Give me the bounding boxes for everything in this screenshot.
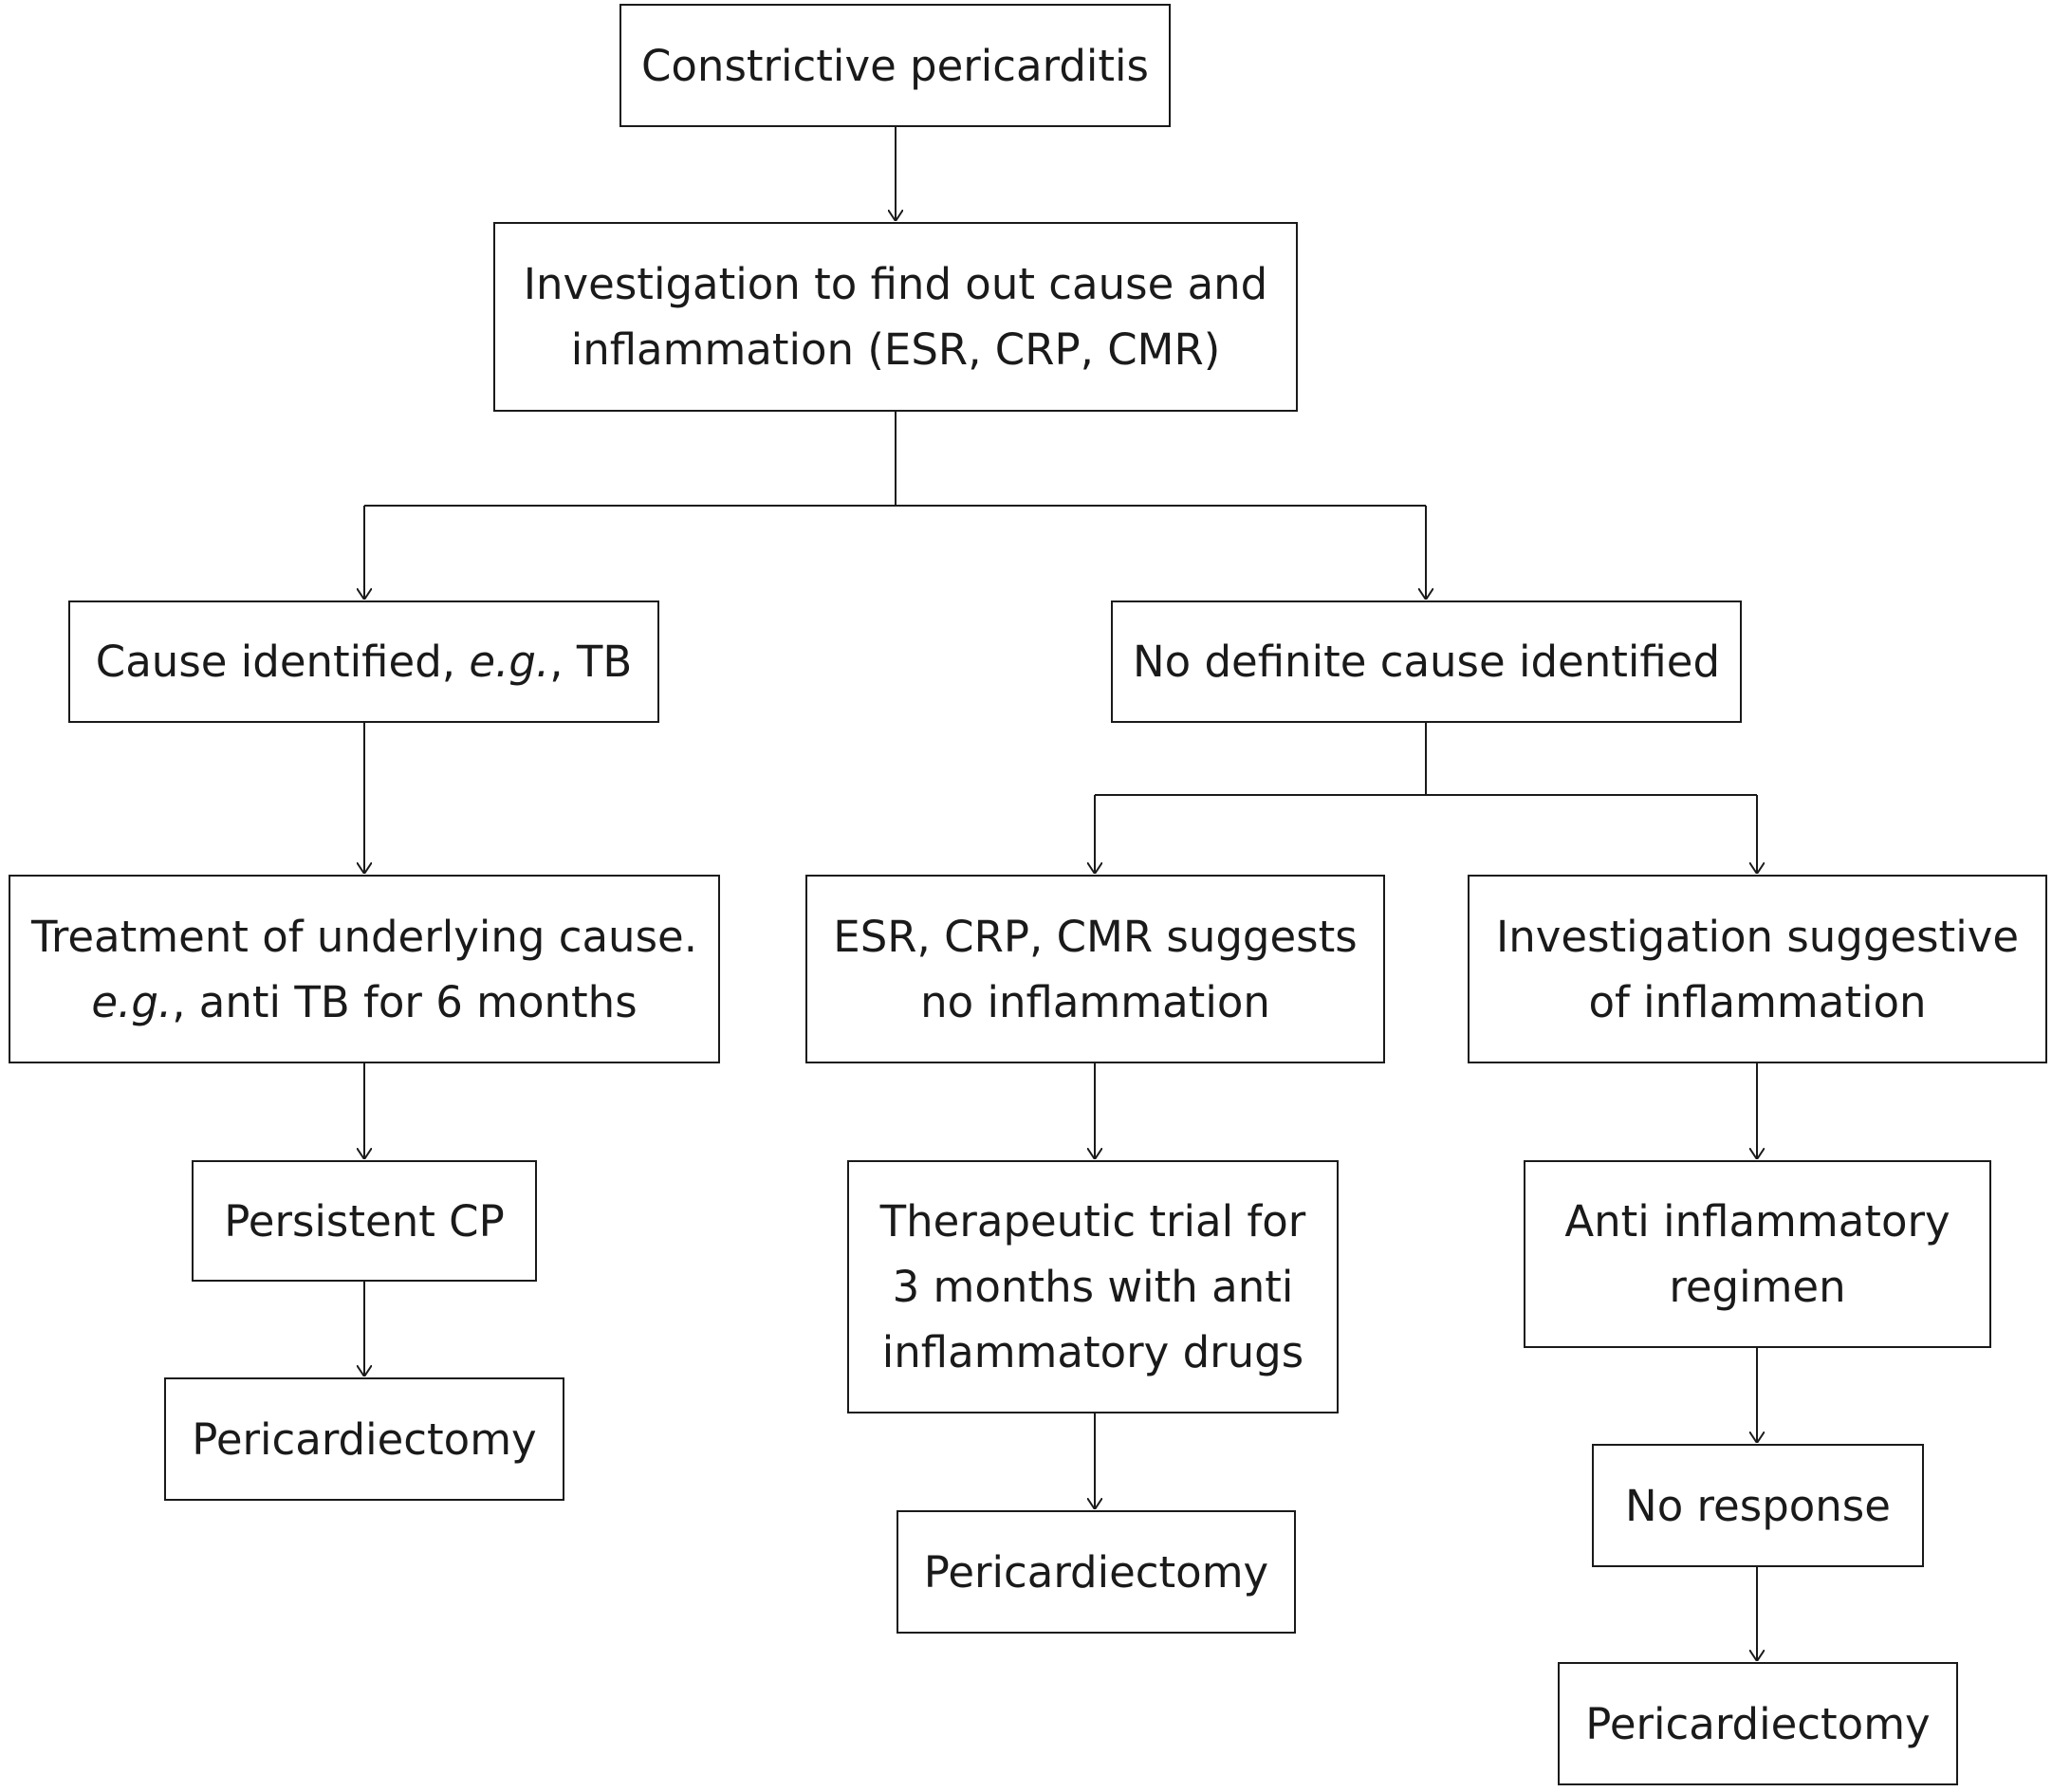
node-no-response: No response <box>1592 1444 1924 1567</box>
node-treatment-line2: e.g., anti TB for 6 months <box>31 970 697 1035</box>
cause-identified-eg: e.g. <box>469 637 550 687</box>
node-trial-line3: inflammatory drugs <box>881 1327 1304 1377</box>
node-persistent-cp-text: Persistent CP <box>224 1195 505 1247</box>
node-trial-line2: 3 months with anti <box>892 1262 1294 1312</box>
treatment-line2-rest: , anti TB for 6 months <box>172 976 638 1027</box>
node-pericardiectomy-left-text: Pericardiectomy <box>192 1413 537 1465</box>
cause-identified-prefix: Cause identified, <box>95 637 470 687</box>
node-no-definite-cause-text: No definite cause identified <box>1132 637 1721 687</box>
node-constrictive-pericarditis-text: Constrictive pericarditis <box>640 40 1149 91</box>
node-suggestive-inflammation: Investigation suggestive of inflammation <box>1468 875 2047 1063</box>
node-investigation-line1: Investigation to find out cause and <box>523 259 1268 309</box>
node-treatment-line1: Treatment of underlying cause. <box>30 911 698 962</box>
node-suggestive-line1: Investigation suggestive <box>1495 911 2020 962</box>
node-cause-identified: Cause identified, e.g., TB <box>68 600 659 723</box>
node-therapeutic-trial: Therapeutic trial for 3 months with anti… <box>847 1160 1339 1413</box>
node-no-inflammation-line1: ESR, CRP, CMR suggests <box>833 911 1358 962</box>
node-regimen-line1: Anti inflammatory <box>1564 1196 1950 1247</box>
node-treatment-underlying-cause: Treatment of underlying cause. e.g., ant… <box>9 875 720 1063</box>
node-pericardiectomy-middle: Pericardiectomy <box>897 1510 1296 1634</box>
node-regimen-line2: regimen <box>1669 1262 1846 1312</box>
node-no-response-text: No response <box>1625 1480 1891 1531</box>
node-pericardiectomy-right: Pericardiectomy <box>1558 1662 1958 1785</box>
node-pericardiectomy-left: Pericardiectomy <box>164 1377 564 1501</box>
node-persistent-cp: Persistent CP <box>192 1160 537 1282</box>
node-no-inflammation: ESR, CRP, CMR suggests no inflammation <box>805 875 1385 1063</box>
node-anti-inflammatory-regimen: Anti inflammatory regimen <box>1524 1160 1991 1348</box>
node-suggestive-line2: of inflammation <box>1588 976 1927 1027</box>
node-investigation-line2: inflammation (ESR, CRP, CMR) <box>570 324 1221 375</box>
treatment-eg: e.g. <box>91 976 173 1027</box>
node-cause-identified-text: Cause identified, e.g., TB <box>96 629 632 694</box>
cause-identified-suffix: , TB <box>549 637 633 687</box>
node-no-inflammation-line2: no inflammation <box>920 976 1270 1027</box>
node-pericardiectomy-right-text: Pericardiectomy <box>1585 1698 1931 1749</box>
node-no-definite-cause: No definite cause identified <box>1111 600 1742 723</box>
node-trial-line1: Therapeutic trial for <box>879 1196 1306 1247</box>
node-constrictive-pericarditis: Constrictive pericarditis <box>619 4 1171 127</box>
node-investigation: Investigation to find out cause and infl… <box>493 222 1298 412</box>
node-pericardiectomy-middle-text: Pericardiectomy <box>923 1546 1269 1598</box>
